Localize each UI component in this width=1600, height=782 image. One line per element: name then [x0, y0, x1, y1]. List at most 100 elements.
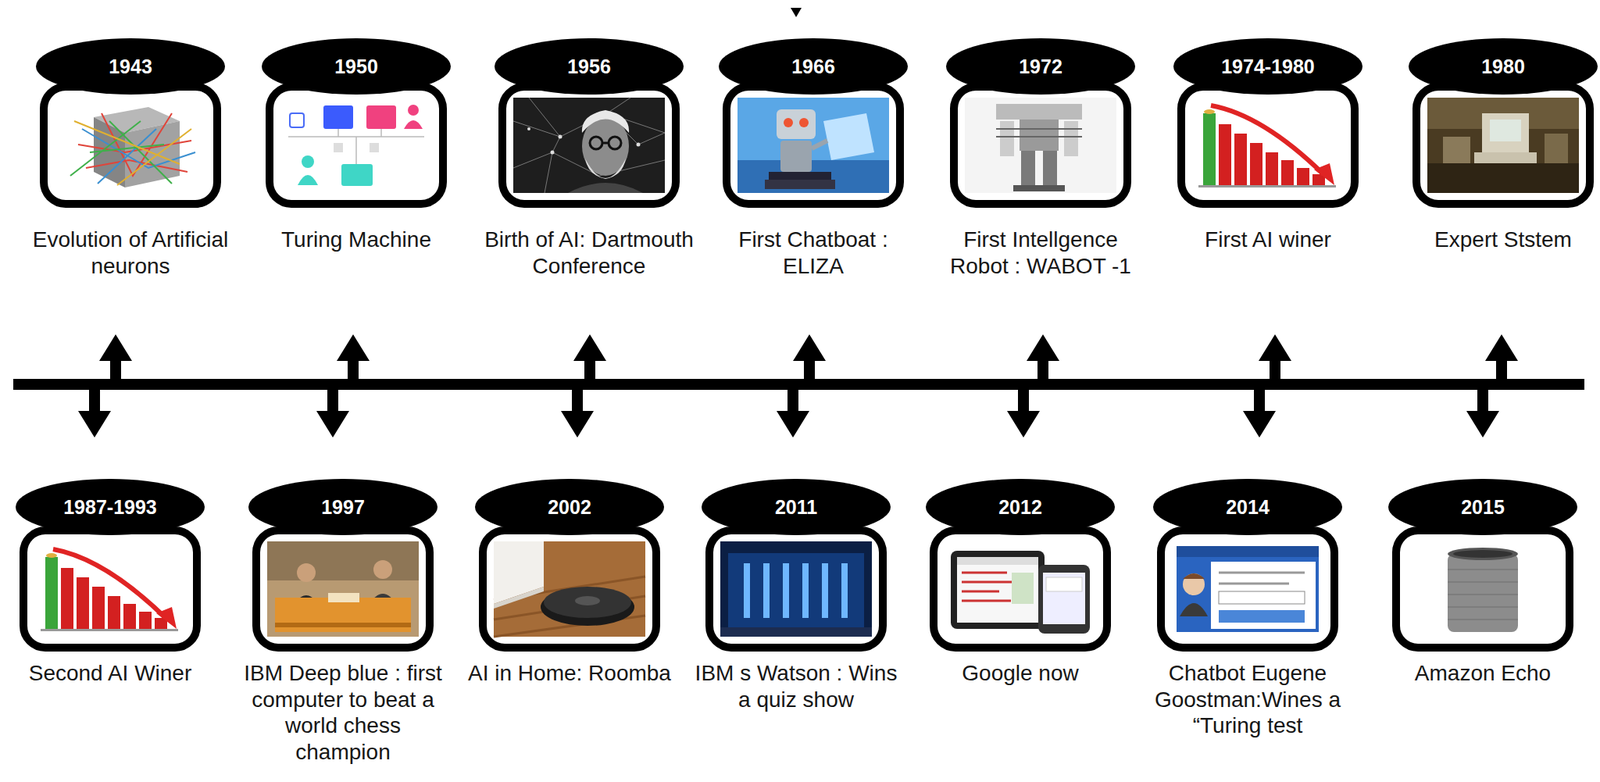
timeline-item: 2014Chatbot Eugene Goostman:Wines a “Tur… — [1142, 478, 1354, 740]
down-arrow — [776, 389, 810, 438]
year-badge: 2012 — [925, 478, 1115, 536]
picture-frame — [1416, 86, 1590, 204]
milestone-picture — [1407, 541, 1559, 637]
milestone-picture — [964, 97, 1117, 193]
picture-frame — [1396, 530, 1570, 648]
caption-block: AI in Home: Roomba — [464, 660, 675, 687]
timeline-item: 2015Amazon Echo — [1377, 478, 1589, 687]
caption-block: Second AI Winer — [6, 660, 215, 687]
milestone-caption: Turing Machine — [250, 226, 462, 254]
milestone-picture — [1171, 541, 1324, 637]
milestone-caption: AI in Home: Roomba — [464, 660, 675, 687]
milestone-picture — [280, 97, 433, 193]
timeline-item: 2012Google now — [914, 478, 1126, 687]
up-arrow — [1485, 334, 1518, 380]
caption-block: Google now — [914, 660, 1126, 687]
milestone-picture — [944, 541, 1097, 637]
picture-frame — [953, 86, 1128, 204]
caption-block: IBM s Watson : Wins a quiz show — [690, 660, 902, 713]
year-badge: 2014 — [1153, 478, 1343, 536]
timeline-item: 1980Expert Ststem — [1412, 38, 1594, 254]
picture-frame — [726, 86, 900, 204]
year-badge: 2015 — [1388, 478, 1578, 536]
down-arrow — [1466, 389, 1500, 438]
timeline-item: 1987-1993Second AI Winer — [6, 478, 215, 687]
year-badge: 1956 — [494, 38, 684, 95]
picture-frame — [256, 530, 430, 648]
milestone-caption: Second AI Winer — [6, 660, 215, 687]
milestone-picture — [267, 541, 419, 637]
caption-block: Expert Ststem — [1412, 226, 1594, 254]
picture-frame — [269, 86, 443, 204]
picture-frame — [933, 530, 1108, 648]
year-badge: 2002 — [475, 478, 665, 536]
caption-block: Turing Machine — [250, 226, 462, 254]
picture-frames — [23, 86, 1590, 648]
timeline-item: 1997IBM Deep blue : first computer to be… — [237, 478, 449, 765]
up-arrow — [99, 334, 133, 380]
picture-frame — [482, 530, 657, 648]
year-badge: 1966 — [718, 38, 908, 95]
year-badge: 1943 — [35, 38, 225, 95]
milestone-picture — [1192, 97, 1344, 193]
milestone-caption: First Chatboat : ELIZA — [707, 226, 919, 279]
caption-block: IBM Deep blue : first computer to beat a… — [237, 660, 449, 765]
year-badge: 1950 — [261, 38, 451, 95]
timeline-axis — [13, 378, 1585, 390]
milestone-caption: Birth of AI: Dartmouth Conference — [483, 226, 695, 279]
milestone-picture — [34, 541, 186, 637]
caption-block: Amazon Echo — [1377, 660, 1589, 687]
year-badge: 2011 — [701, 478, 891, 536]
year-badge: 1974-1980 — [1173, 38, 1363, 95]
up-arrow — [792, 334, 826, 380]
down-arrow — [316, 389, 350, 438]
picture-frame — [23, 530, 197, 648]
year-badge: 1987-1993 — [15, 478, 205, 536]
picture-frame — [1160, 530, 1335, 648]
timeline-item: 1966First Chatboat : ELIZA — [707, 38, 919, 279]
up-arrow — [1026, 334, 1060, 380]
year-badge: 1997 — [248, 478, 438, 536]
up-arrow — [1258, 334, 1292, 380]
caption-block: Birth of AI: Dartmouth Conference — [483, 226, 695, 279]
milestone-caption: First AI winer — [1162, 226, 1374, 254]
timeline-item: 1943Evolution of Artificial neurons — [25, 38, 236, 279]
milestone-caption: Evolution of Artificial neurons — [25, 226, 236, 279]
down-arrow — [560, 389, 594, 438]
caption-block: First Intellgence Robot : WABOT -1 — [935, 226, 1147, 279]
milestone-caption: Google now — [914, 660, 1126, 687]
caption-block: Chatbot Eugene Goostman:Wines a “Turing … — [1142, 660, 1354, 740]
pointer-marker — [790, 7, 802, 18]
year-badge: 1980 — [1408, 38, 1598, 95]
timeline-arrows — [78, 334, 1518, 438]
picture-frame — [502, 86, 676, 204]
milestone-picture — [513, 97, 665, 193]
milestone-picture — [54, 97, 207, 193]
timeline-item: 1950Turing Machine — [250, 38, 462, 254]
milestone-picture — [1427, 97, 1579, 193]
up-arrow — [336, 334, 370, 380]
milestone-caption: First Intellgence Robot : WABOT -1 — [935, 226, 1147, 279]
down-arrow — [78, 389, 111, 438]
caption-block: First AI winer — [1162, 226, 1374, 254]
timeline-item: 2011IBM s Watson : Wins a quiz show — [690, 478, 902, 713]
milestone-caption: Expert Ststem — [1412, 226, 1594, 254]
timeline-item: 1974-1980First AI winer — [1162, 38, 1374, 254]
milestone-picture — [493, 541, 646, 637]
down-arrow — [1007, 389, 1040, 438]
milestone-caption: IBM s Watson : Wins a quiz show — [690, 660, 902, 713]
picture-frame — [1181, 86, 1355, 204]
picture-frame — [43, 86, 218, 204]
milestone-caption: IBM Deep blue : first computer to beat a… — [237, 660, 449, 765]
caption-block: Evolution of Artificial neurons — [25, 226, 236, 279]
caption-block: First Chatboat : ELIZA — [707, 226, 919, 279]
down-arrow — [1242, 389, 1276, 438]
timeline-item: 1956Birth of AI: Dartmouth Conference — [483, 38, 695, 279]
milestone-caption: Chatbot Eugene Goostman:Wines a “Turing … — [1142, 660, 1354, 740]
timeline-item: 1972First Intellgence Robot : WABOT -1 — [935, 38, 1147, 279]
milestone-picture — [737, 97, 890, 193]
up-arrow — [573, 334, 607, 380]
milestone-picture — [720, 541, 872, 637]
picture-frame — [709, 530, 883, 648]
